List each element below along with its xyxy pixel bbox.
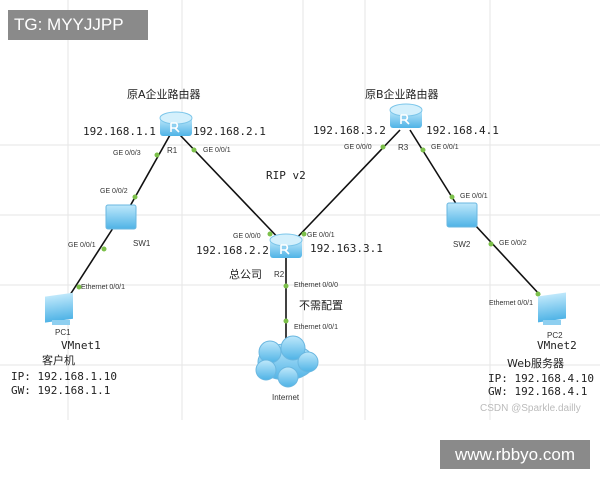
r3-port-right: GE 0/0/1	[431, 144, 459, 151]
r1-title: 原A企业路由器	[127, 87, 201, 101]
r2-port-left: GE 0/0/0	[233, 233, 261, 240]
csdn-watermark: CSDN @Sparkle.dailly	[480, 403, 581, 414]
r3-title: 原B企业路由器	[365, 87, 439, 101]
r1-name: R1	[167, 146, 178, 155]
pc2-ip: IP: 192.168.4.10	[488, 372, 594, 385]
sw2-name: SW2	[453, 240, 471, 249]
pc2-name: PC2	[547, 331, 563, 340]
pc1-icon[interactable]	[45, 292, 73, 325]
internet-port: Ethernet 0/0/1	[294, 324, 338, 331]
r2-ip-right: 192.163.3.1	[310, 242, 383, 255]
sw1-name: SW1	[133, 239, 151, 248]
r3-name: R3	[398, 143, 409, 152]
sw2-port-down: GE 0/0/2	[499, 240, 527, 247]
pc1-gw: GW: 192.168.1.1	[11, 384, 110, 397]
r3-ip-left: 192.168.3.2	[313, 124, 386, 137]
r3-ip-right: 192.168.4.1	[426, 124, 499, 137]
r2-title: 总公司	[229, 267, 262, 281]
r1-ip-left: 192.168.1.1	[83, 125, 156, 138]
switch-sw2[interactable]	[446, 202, 478, 228]
pc2-icon[interactable]	[538, 292, 566, 325]
router-r3[interactable]	[389, 103, 423, 128]
switch-sw1[interactable]	[105, 204, 137, 230]
sw1-port-down: GE 0/0/1	[68, 242, 96, 249]
r2-name: R2	[274, 270, 285, 279]
sw2-port-up: GE 0/0/1	[460, 193, 488, 200]
r1-port-right: GE 0/0/1	[203, 147, 231, 154]
r1-port-left: GE 0/0/3	[113, 150, 141, 157]
r3-port-left: GE 0/0/0	[344, 144, 372, 151]
pc1-role: 客户机	[42, 353, 75, 367]
pc1-ip: IP: 192.168.1.10	[11, 370, 117, 383]
internet-label: Internet	[272, 393, 300, 402]
site-badge: www.rbbyo.com	[440, 440, 590, 469]
pc2-role: Web服务器	[507, 357, 564, 370]
pc2-net: VMnet2	[537, 339, 577, 352]
pc1-name: PC1	[55, 328, 71, 337]
internet-note: 不需配置	[299, 299, 343, 312]
r1-ip-right: 192.168.2.1	[193, 125, 266, 138]
pc2-gw: GW: 192.168.4.1	[488, 385, 587, 398]
r2-port-right: GE 0/0/1	[307, 232, 335, 239]
router-r2[interactable]	[269, 233, 303, 258]
r2-ip-left: 192.168.2.2	[196, 244, 269, 257]
tg-badge: TG: MYYJJPP	[8, 10, 148, 40]
router-r1[interactable]	[159, 111, 193, 136]
pc1-net: VMnet1	[61, 339, 101, 352]
sw1-port-up: GE 0/0/2	[100, 188, 128, 195]
port-dots	[76, 144, 541, 324]
r2-port-down: Ethernet 0/0/0	[294, 282, 338, 289]
internet-cloud-icon[interactable]	[255, 335, 319, 388]
protocol-label: RIP v2	[266, 169, 306, 182]
pc2-port: Ethernet 0/0/1	[489, 300, 533, 307]
pc1-port: Ethernet 0/0/1	[81, 284, 125, 291]
